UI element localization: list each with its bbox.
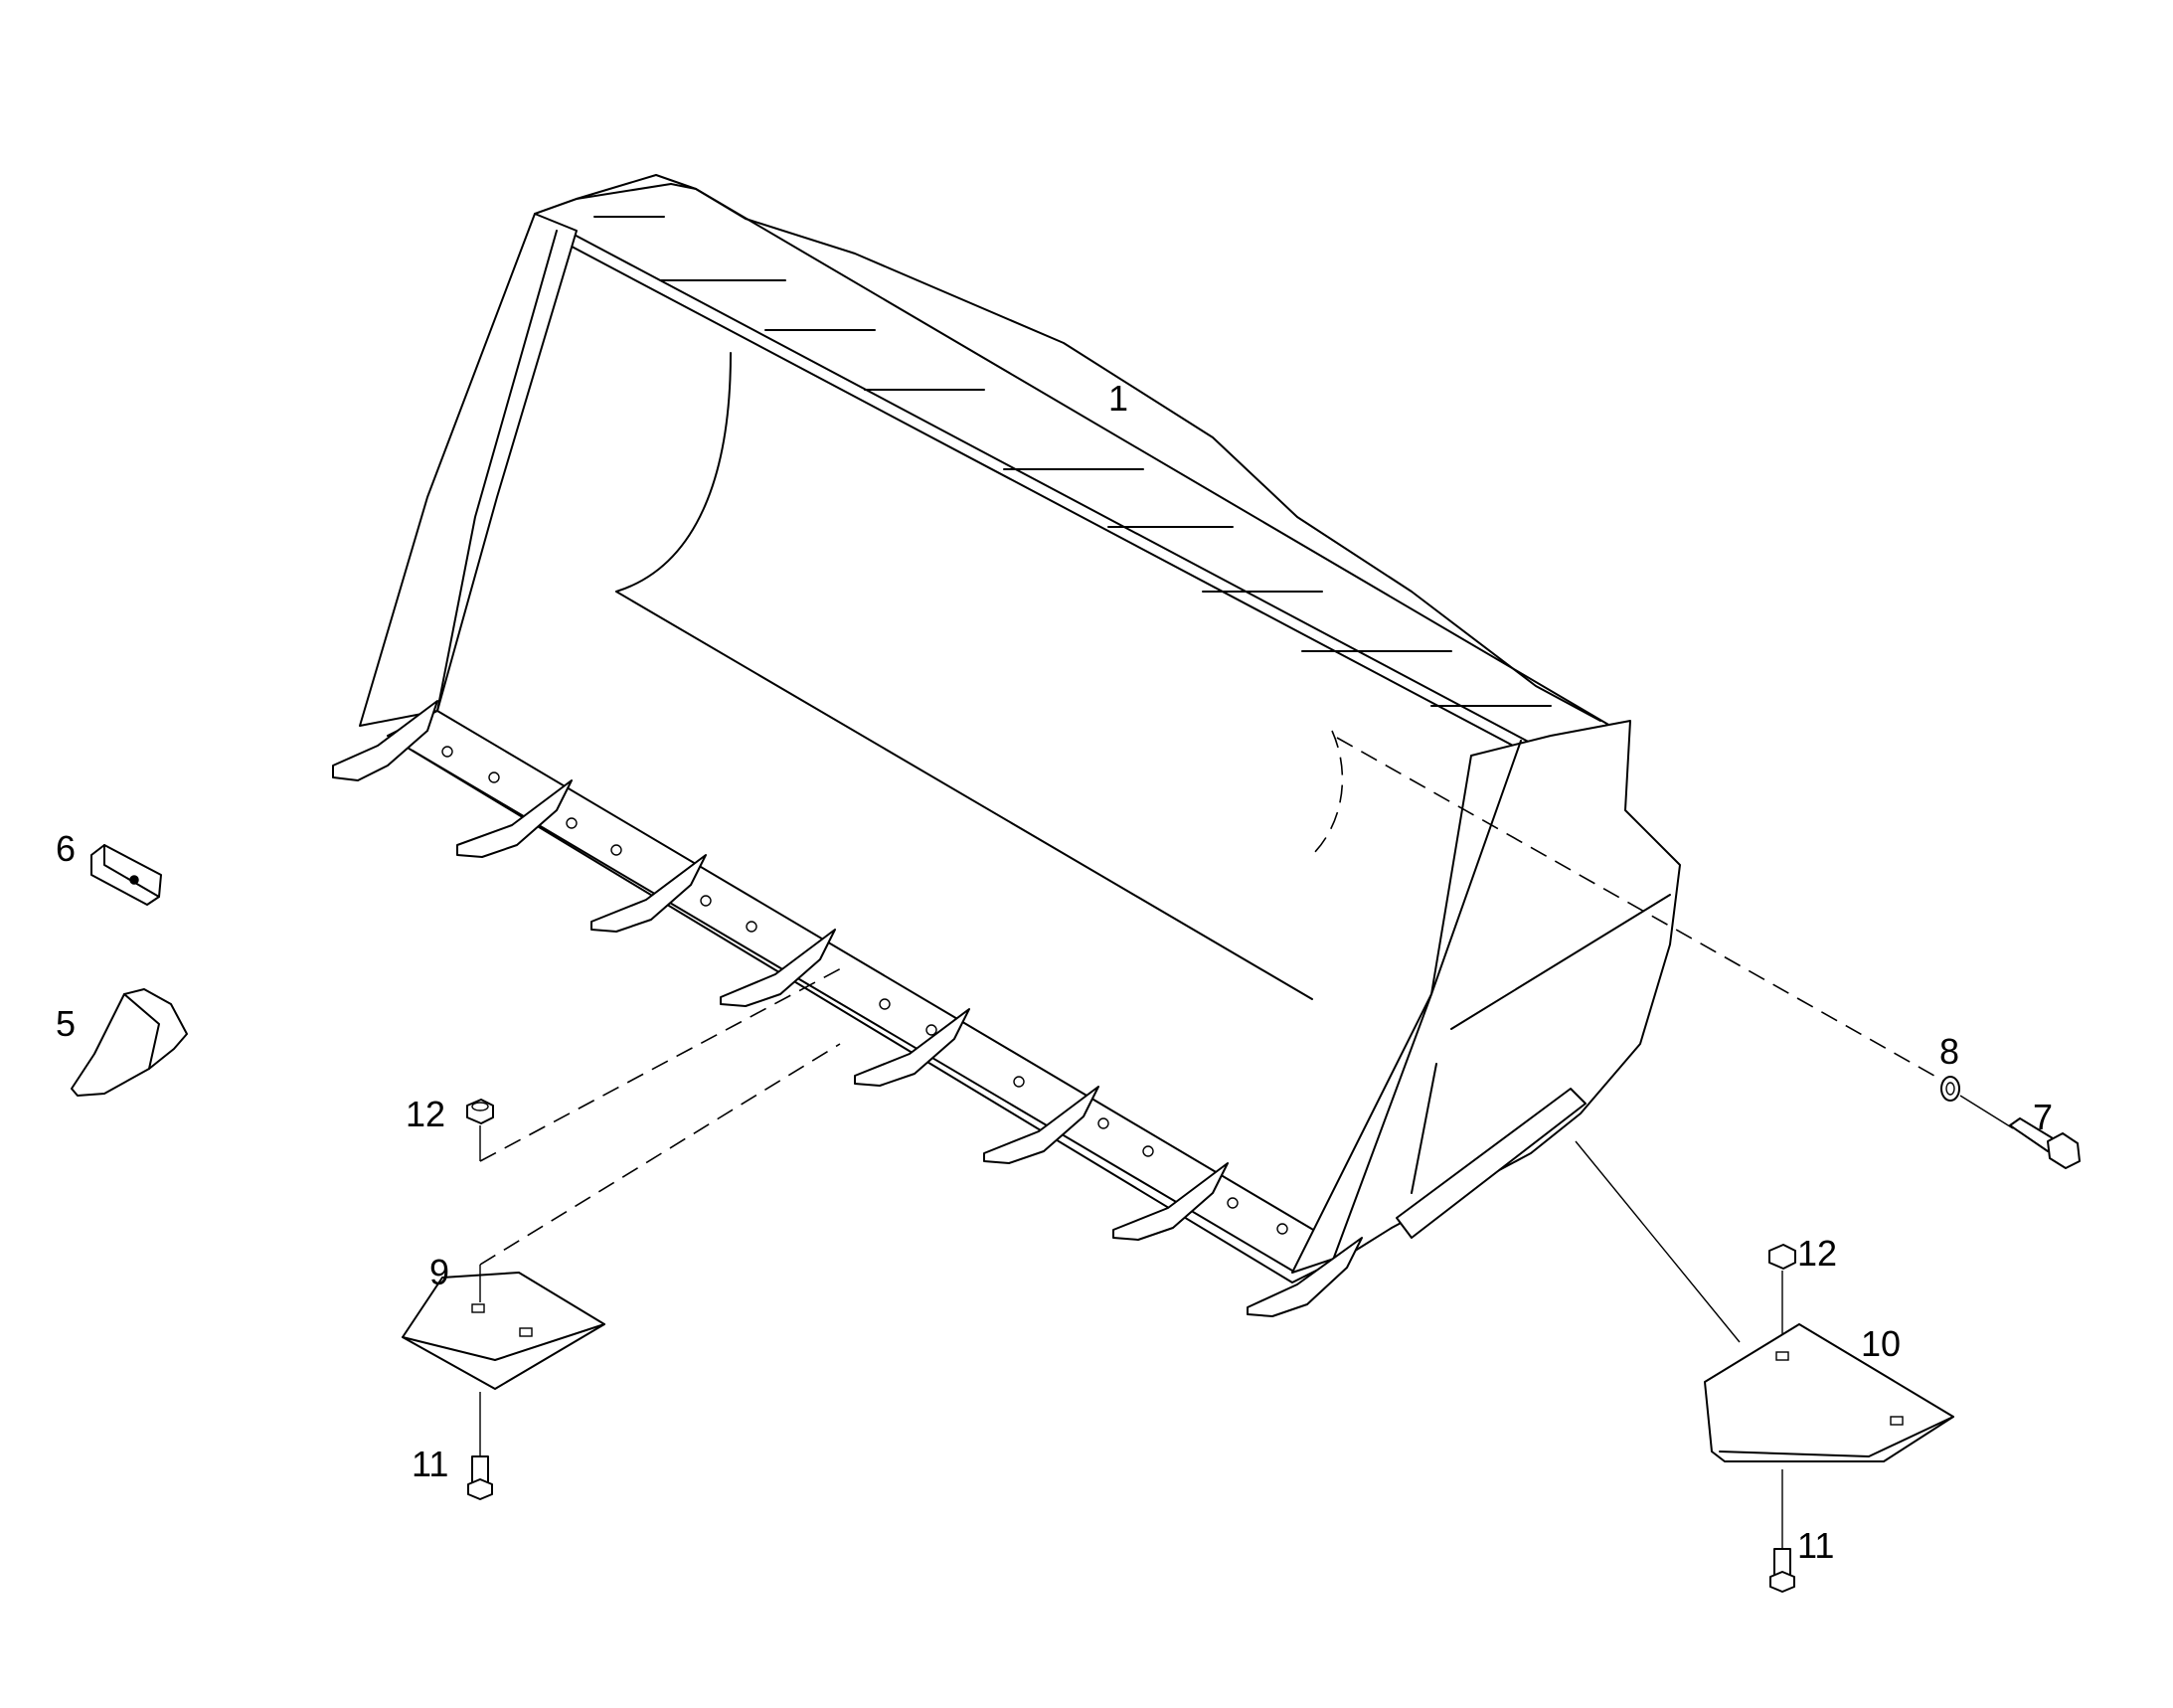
part-5-tooth-point	[71, 988, 188, 1097]
part-8-washer	[1940, 1076, 1960, 1102]
left-side-plate	[359, 213, 578, 727]
callout-11-a: 11	[412, 1444, 449, 1484]
part-9-plate	[402, 1272, 605, 1390]
wear-strip	[1396, 1088, 1587, 1239]
callout-12-b: 12	[1797, 1233, 1838, 1274]
part-11-bolt-b	[1769, 1548, 1795, 1593]
callout-6: 6	[56, 828, 77, 869]
part-12-nut-a	[466, 1099, 494, 1124]
top-rail	[534, 183, 1611, 747]
right-side-plate	[1291, 720, 1681, 1274]
callout-11-b: 11	[1797, 1525, 1835, 1566]
part-11-bolt-a	[467, 1455, 493, 1500]
part-10-wear-plate	[1704, 1323, 1954, 1462]
bolt-holes	[441, 746, 1288, 1235]
part-6-adapter	[90, 844, 162, 906]
callout-12-a: 12	[406, 1094, 446, 1134]
callout-10: 10	[1861, 1323, 1902, 1364]
callout-9: 9	[429, 1252, 450, 1292]
bucket-assembly	[332, 174, 1681, 1317]
part-12-nut-b	[1768, 1244, 1796, 1270]
callout-7: 7	[2033, 1097, 2054, 1137]
part-7-bolt	[2009, 1117, 2081, 1169]
bucket-teeth	[332, 700, 1363, 1317]
callout-8: 8	[1939, 1031, 1960, 1072]
callout-5: 5	[56, 1003, 77, 1044]
callout-1: 1	[1108, 378, 1129, 419]
